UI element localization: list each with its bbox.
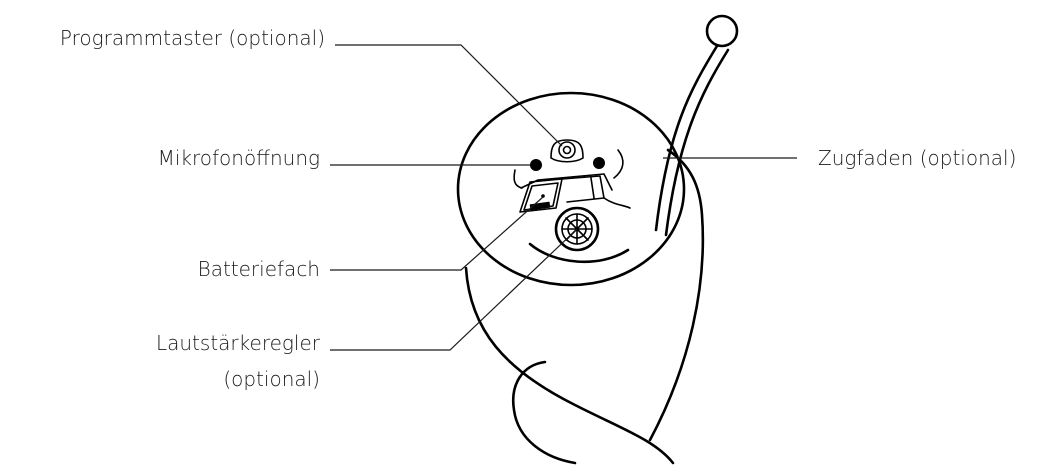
hearing-aid-illustration xyxy=(456,14,739,465)
leader-volume-control xyxy=(330,228,578,351)
leader-lines xyxy=(330,44,797,351)
program-button xyxy=(550,139,584,163)
microphone-opening-right xyxy=(593,157,605,169)
leader-program-button xyxy=(335,44,563,147)
pull-string xyxy=(654,14,739,237)
label-program-button: Programmtaster (optional) xyxy=(60,26,325,50)
microphone-opening-left xyxy=(530,159,542,171)
faceplate-arc xyxy=(528,242,630,264)
shell-tip xyxy=(511,360,577,465)
label-volume-control-optional: (optional) xyxy=(223,367,320,391)
battery-compartment xyxy=(513,149,631,213)
labels: Programmtaster (optional) Mikrofonöffnun… xyxy=(60,26,1016,391)
label-pull-string: Zugfaden (optional) xyxy=(818,146,1016,170)
label-battery: Batteriefach xyxy=(198,257,320,281)
shell-body xyxy=(464,266,675,465)
faceplate xyxy=(456,91,686,287)
label-volume-control: Lautstärkeregler xyxy=(156,331,321,355)
label-microphone: Mikrofonöffnung xyxy=(158,146,320,170)
leader-battery xyxy=(330,196,544,271)
shell-right-side xyxy=(648,148,705,442)
